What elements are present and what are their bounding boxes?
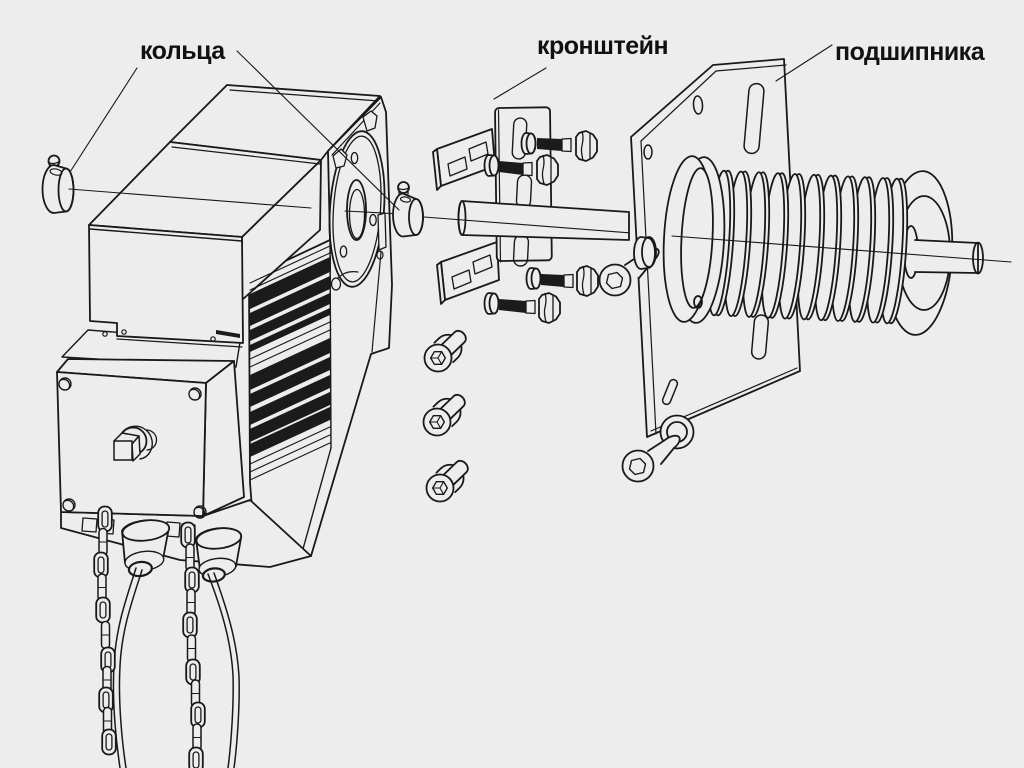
svg-text:кронштейн: кронштейн bbox=[537, 32, 668, 60]
svg-text:кольца: кольца bbox=[140, 37, 226, 65]
svg-text:подшипника: подшипника bbox=[835, 38, 986, 66]
